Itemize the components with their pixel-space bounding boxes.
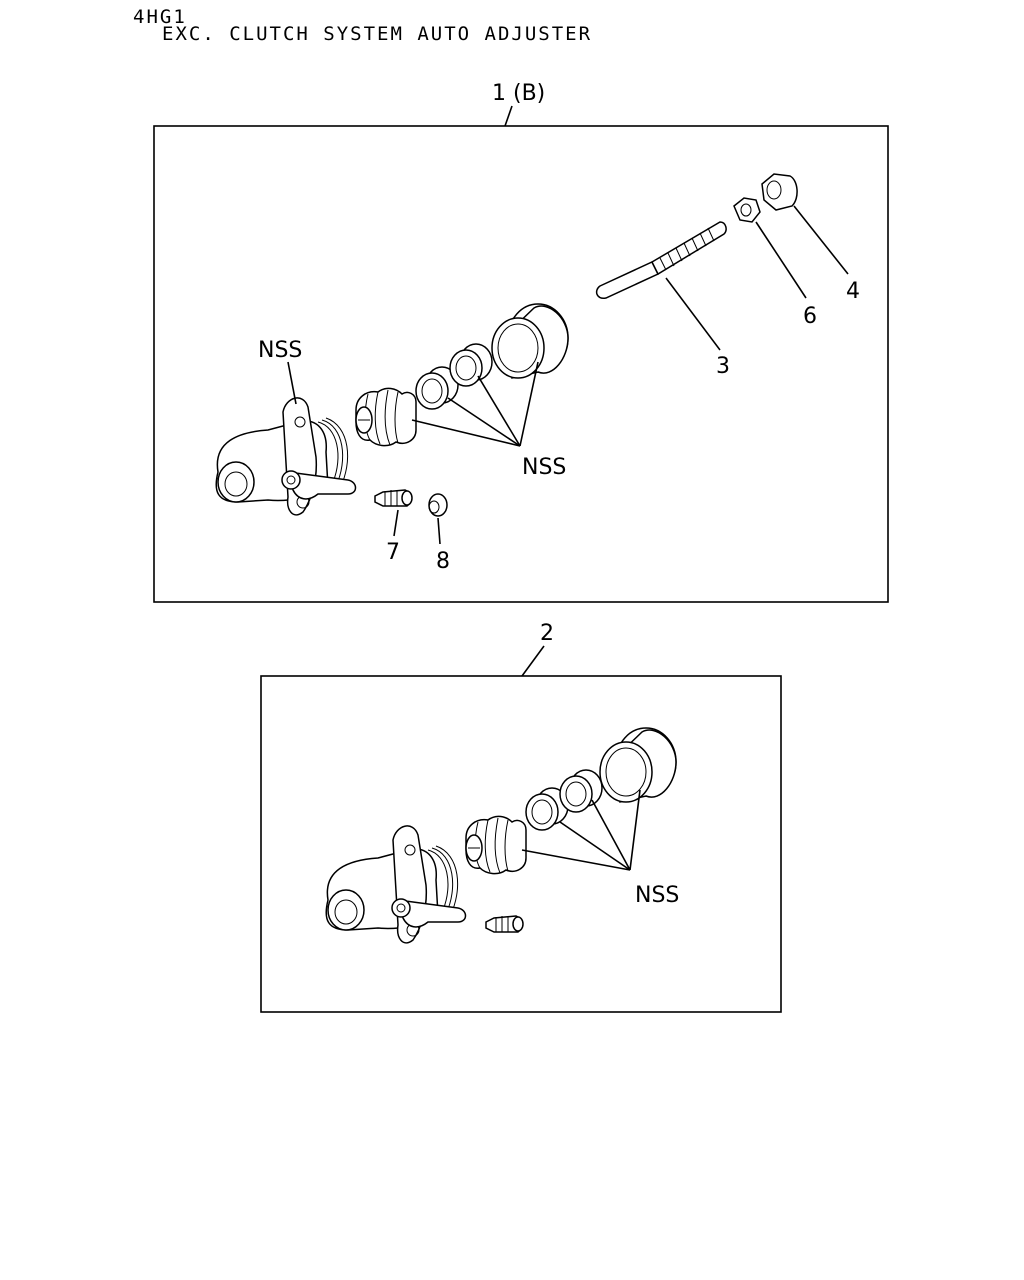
dust-cover — [491, 303, 569, 379]
callout-bleeder-cap: 8 — [436, 549, 450, 574]
piston-boot-2 — [465, 815, 527, 875]
bleeder-screw — [374, 489, 413, 507]
slave-cylinder-body-2 — [325, 825, 467, 944]
callout-nss-kit: NSS — [522, 455, 566, 480]
assembly-1-frame — [153, 125, 889, 603]
callout-adjust-nut: 6 — [803, 304, 817, 329]
callout-bleeder: 7 — [386, 540, 400, 565]
cap-nut — [761, 173, 798, 211]
diagram-title: EXC. CLUTCH SYSTEM AUTO ADJUSTER — [162, 23, 593, 45]
adjust-nut — [733, 197, 761, 223]
callout-cap-nut: 4 — [846, 279, 860, 304]
callout-push-rod: 3 — [716, 354, 730, 379]
piston-boot — [355, 387, 417, 447]
piston-seal-ring — [449, 343, 493, 387]
assembly-2-label: 2 — [540, 621, 554, 646]
dust-cover-2 — [599, 727, 677, 803]
callout-nss-cylinder: NSS — [258, 338, 302, 363]
bleeder-screw-2 — [485, 915, 524, 933]
push-rod — [595, 221, 727, 299]
callout-nss-kit-2: NSS — [635, 883, 679, 908]
model-code: 4HG1 — [133, 6, 187, 28]
bleeder-cap — [428, 493, 448, 517]
assembly-2-frame — [260, 675, 782, 1013]
assembly-1-label: 1 (B) — [492, 81, 545, 106]
slave-cylinder-body — [215, 397, 357, 516]
